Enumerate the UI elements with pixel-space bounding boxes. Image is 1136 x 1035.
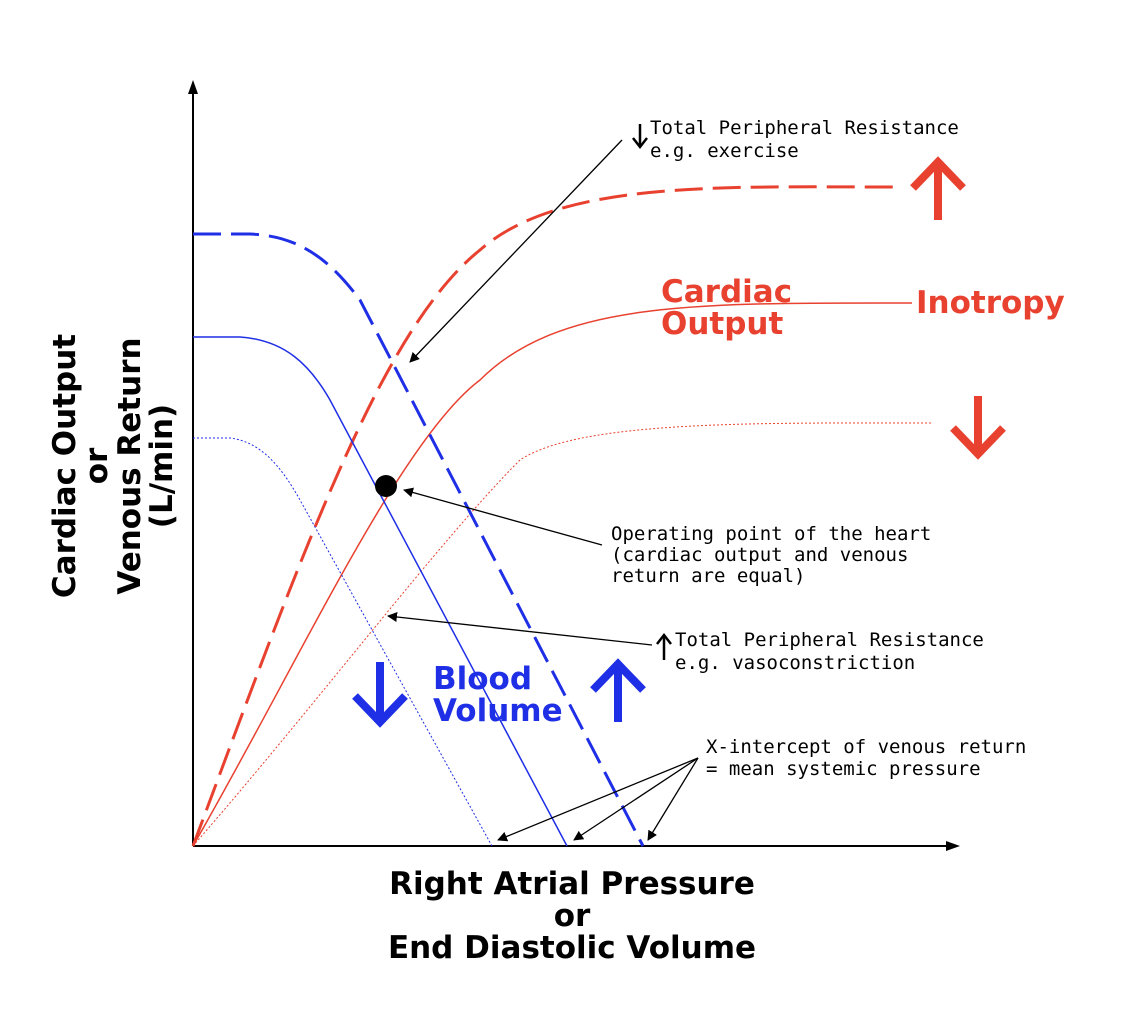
- tpr-increase-label-line-1: Total Peripheral Resistance: [675, 629, 984, 651]
- tpr-decrease-label-line-2: e.g. exercise: [650, 140, 799, 162]
- blood-volume-label-line-1: Blood: [433, 661, 532, 697]
- venous-return-curve-normal: [193, 336, 568, 847]
- blood-volume-label-line-2: Volume: [433, 693, 563, 729]
- y-axis-label-line-4: (L/min): [144, 404, 180, 528]
- y-axis-label: Cardiac Output or Venous Return (L/min): [47, 334, 180, 598]
- y-axis-label-line-3: Venous Return: [112, 337, 148, 594]
- tpr-decrease-label-line-1: Total Peripheral Resistance: [650, 117, 959, 139]
- tpr-decrease-small-arrow-down-icon: [632, 124, 648, 150]
- cardiac-output-label-line-2: Output: [661, 306, 784, 342]
- x-intercept-pointer-1: [497, 757, 699, 842]
- operating-point-label-line-1: Operating point of the heart: [611, 523, 931, 545]
- inotropy-down-icon: [950, 396, 1006, 460]
- axes: [188, 80, 960, 851]
- cardiac-output-label-line-1: Cardiac: [661, 274, 792, 310]
- tpr-increase-pointer: [387, 612, 653, 646]
- x-intercept-pointer-3: [647, 757, 699, 841]
- operating-point-label-line-2: (cardiac output and venous: [611, 544, 908, 566]
- blood-volume-down-icon: [352, 662, 408, 728]
- inotropy-up-icon: [910, 156, 966, 220]
- inotropy-label: Inotropy: [916, 285, 1065, 321]
- cardiac-output-curve-high-inotropy: [191, 185, 896, 847]
- y-axis-label-line-2: or: [79, 447, 115, 484]
- venous-return-curve-high-volume: [193, 232, 645, 847]
- blood-volume-up-icon: [590, 658, 646, 722]
- x-intercept-pointer-2: [573, 757, 699, 841]
- operating-point-label-line-3: return are equal): [611, 565, 805, 587]
- venous-return-curve-low-volume: [193, 437, 493, 847]
- y-axis-label-line-1: Cardiac Output: [47, 334, 83, 598]
- x-axis-label-line-1: Right Atrial Pressure: [389, 866, 755, 902]
- annotation-arrows: [387, 139, 699, 842]
- tpr-decrease-pointer: [409, 139, 623, 363]
- operating-point-marker: [375, 475, 397, 497]
- y-axis-arrowhead: [188, 80, 198, 94]
- tpr-increase-label-line-2: e.g. vasoconstriction: [675, 652, 915, 674]
- x-axis-arrowhead: [946, 841, 960, 851]
- cardiac-output-curve-low-inotropy: [192, 422, 933, 847]
- cardiac-output-curves: [191, 185, 933, 847]
- x-axis-label: Right Atrial Pressure or End Diastolic V…: [388, 866, 756, 966]
- operating-point-pointer: [403, 487, 603, 546]
- x-axis-label-line-3: End Diastolic Volume: [388, 930, 756, 966]
- x-axis-label-line-2: or: [554, 898, 591, 934]
- tpr-increase-small-arrow-up-icon: [656, 632, 672, 660]
- cardiac-output-curve-normal: [192, 302, 913, 847]
- x-intercept-label-line-2: = mean systemic pressure: [706, 758, 981, 780]
- x-intercept-label-line-1: X-intercept of venous return: [706, 736, 1026, 758]
- venous-return-curves: [193, 232, 645, 847]
